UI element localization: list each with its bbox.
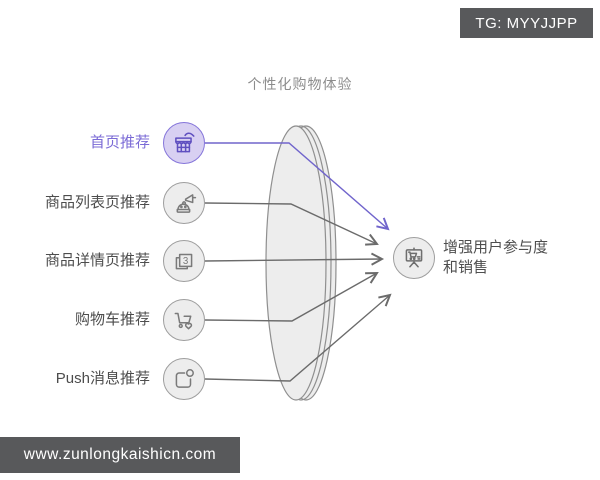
label-push-recommend: Push消息推荐 [55, 370, 150, 387]
detail-page-recommend-node[interactable]: 3 [163, 240, 205, 282]
storefront-icon [171, 130, 197, 156]
cart-recommend-node[interactable] [163, 299, 205, 341]
stacked-pages-icon: 3 [171, 248, 197, 274]
label-detail-page-recommend: 商品详情页推荐 [44, 252, 150, 269]
connector-push [204, 293, 392, 382]
website-badge: www.zunlongkaishicn.com [0, 437, 240, 473]
page-title: 个性化购物体验 [247, 76, 353, 92]
megaphone-promo-icon [171, 190, 197, 216]
label-home-recommend: 首页推荐 [89, 134, 150, 151]
label-list-page-recommend: 商品列表页推荐 [44, 194, 150, 211]
push-recommend-node[interactable] [163, 358, 205, 400]
lens-shape [265, 125, 337, 401]
result-label-line1: 增强用户参与度 [443, 239, 549, 256]
result-node[interactable] [393, 237, 435, 279]
notification-icon [171, 366, 197, 392]
presentation-cart-icon [400, 244, 428, 272]
label-cart-recommend: 购物车推荐 [74, 311, 150, 328]
connector-cart [204, 271, 379, 322]
connector-detail [204, 252, 385, 266]
result-label: 增强用户参与度 和销售 [443, 238, 573, 278]
cart-heart-icon [171, 307, 197, 333]
tg-badge: TG: MYYJJPP [460, 8, 593, 38]
connector-home [205, 142, 390, 231]
result-label-line2: 和销售 [443, 259, 489, 276]
page-count-label: 3 [183, 256, 188, 267]
list-page-recommend-node[interactable] [163, 182, 205, 224]
connector-list [204, 202, 379, 246]
connector-lines [204, 142, 392, 382]
home-recommend-node[interactable] [163, 122, 205, 164]
